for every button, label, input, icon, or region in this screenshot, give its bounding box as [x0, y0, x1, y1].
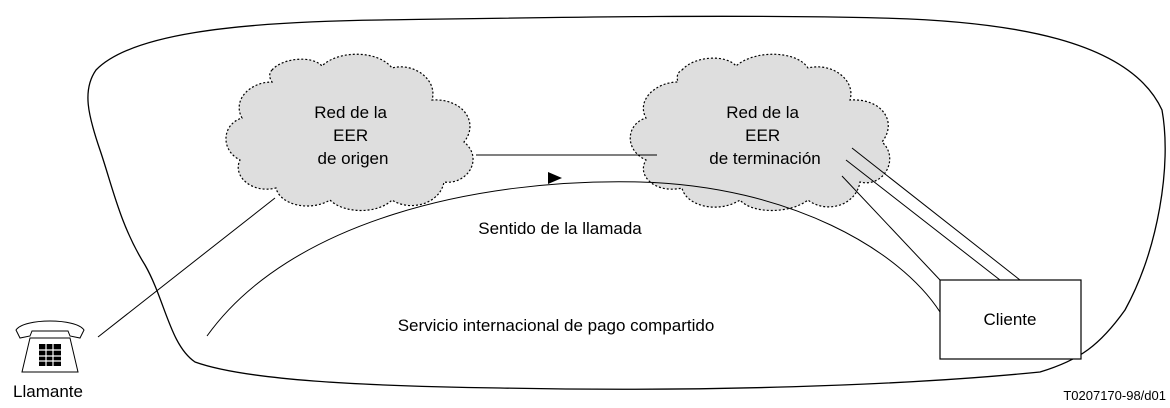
termination-network-label: Red de la EER de terminación	[709, 103, 821, 168]
termination-network-line-1: Red de la	[726, 103, 799, 122]
customer-label: Cliente	[984, 310, 1037, 329]
origin-network-line-1: Red de la	[314, 103, 387, 122]
call-direction-arc	[206, 181, 941, 337]
termination-network-line-2: EER	[745, 126, 780, 145]
service-label: Servicio internacional de pago compartid…	[398, 316, 715, 335]
call-direction-arrowhead	[548, 172, 562, 184]
figure-id: T0207170-98/d01	[1063, 388, 1166, 403]
termination-network-cloud	[629, 53, 891, 211]
customer-box	[939, 279, 1082, 360]
telephone-icon	[15, 320, 85, 373]
origin-network-label: Red de la EER de origen	[314, 103, 392, 168]
call-direction-label: Sentido de la llamada	[478, 219, 642, 238]
origin-network-line-2: EER	[333, 126, 368, 145]
origin-network-line-3: de origen	[318, 149, 389, 168]
caller-access-line	[97, 197, 276, 338]
termination-network-line-3: de terminación	[709, 149, 821, 168]
caller-label: Llamante	[13, 382, 83, 401]
customer-access-lines	[841, 147, 1021, 281]
origin-network-cloud	[225, 53, 474, 211]
